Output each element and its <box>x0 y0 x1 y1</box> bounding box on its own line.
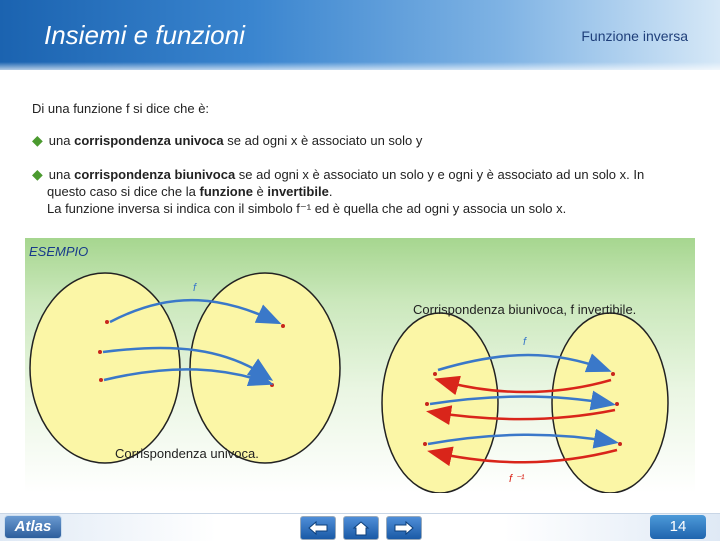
home-button[interactable] <box>343 516 379 540</box>
point <box>425 402 429 406</box>
bullet2-pre: una <box>48 167 75 182</box>
point <box>615 402 619 406</box>
page-title: Insiemi e funzioni <box>44 20 245 50</box>
example-label: ESEMPIO <box>29 244 89 259</box>
bullet2-line2-post: . <box>328 184 333 199</box>
bullet-biunivoca: ◆ una corrispondenza biunivoca se ad ogni… <box>32 166 702 217</box>
f-label-right: f <box>523 336 527 348</box>
bullet2-line2-bold1: funzione <box>199 184 253 199</box>
bullet1-post: se ad ogni x è associato un solo y <box>223 133 423 148</box>
point <box>99 378 103 382</box>
point <box>611 372 615 376</box>
point <box>618 442 622 446</box>
page-number: 14 <box>650 515 706 539</box>
arrow-finv <box>427 446 618 467</box>
arrow-f <box>437 353 612 373</box>
point <box>281 324 285 328</box>
atlas-logo: Atlas <box>4 515 62 539</box>
caption-biunivoca: Corrispondenza biunivoca, f invertibile. <box>413 302 637 317</box>
caption-univoca: Corrispondenza univoca. <box>115 446 259 461</box>
arrow-f <box>427 428 619 449</box>
domain-set-left <box>29 272 181 464</box>
section-subtitle: Funzione inversa <box>581 28 688 44</box>
arrow-finv <box>426 405 616 425</box>
bullet2-post: se ad ogni x è associato un solo y e ogn… <box>235 167 645 182</box>
header-bar <box>0 0 720 70</box>
bullet-univoca: ◆ una corrispondenza univoca se ad ogni x… <box>32 132 422 149</box>
example-panel: ESEMPIO f Corrispondenza biunivoca, <box>25 238 695 493</box>
back-arrow-icon <box>308 520 328 536</box>
forward-arrow-icon <box>394 520 414 536</box>
bullet2-line3: La funzione inversa si indica con il sim… <box>47 201 567 216</box>
intro-text: Di una funzione f si dice che è: <box>32 101 210 116</box>
header-fade <box>0 62 720 74</box>
bullet2-bold: corrispondenza biunivoca <box>74 167 236 182</box>
diamond-bullet-icon: ◆ <box>32 166 43 182</box>
bullet1-pre: una <box>48 133 75 148</box>
bullet2-line2-mid: è <box>252 184 268 199</box>
point <box>105 320 109 324</box>
forward-button[interactable] <box>386 516 422 540</box>
point <box>270 383 274 387</box>
f-inverse-label: f ⁻¹ <box>509 473 525 485</box>
point <box>433 372 437 376</box>
arrow-finv <box>434 375 612 396</box>
home-icon <box>352 521 370 536</box>
arrow-f <box>109 298 282 325</box>
arrow-f <box>429 390 616 411</box>
arrow-f <box>103 367 274 387</box>
bullet1-bold: corrispondenza univoca <box>74 133 224 148</box>
point <box>423 442 427 446</box>
bullet2-line2-bold2: invertibile <box>267 184 329 199</box>
point <box>98 350 102 354</box>
f-label-left: f <box>193 282 197 294</box>
diamond-bullet-icon: ◆ <box>32 132 43 148</box>
back-button[interactable] <box>300 516 336 540</box>
example-diagram <box>29 272 669 493</box>
bullet2-line2-pre: questo caso si dice che la <box>47 184 200 199</box>
